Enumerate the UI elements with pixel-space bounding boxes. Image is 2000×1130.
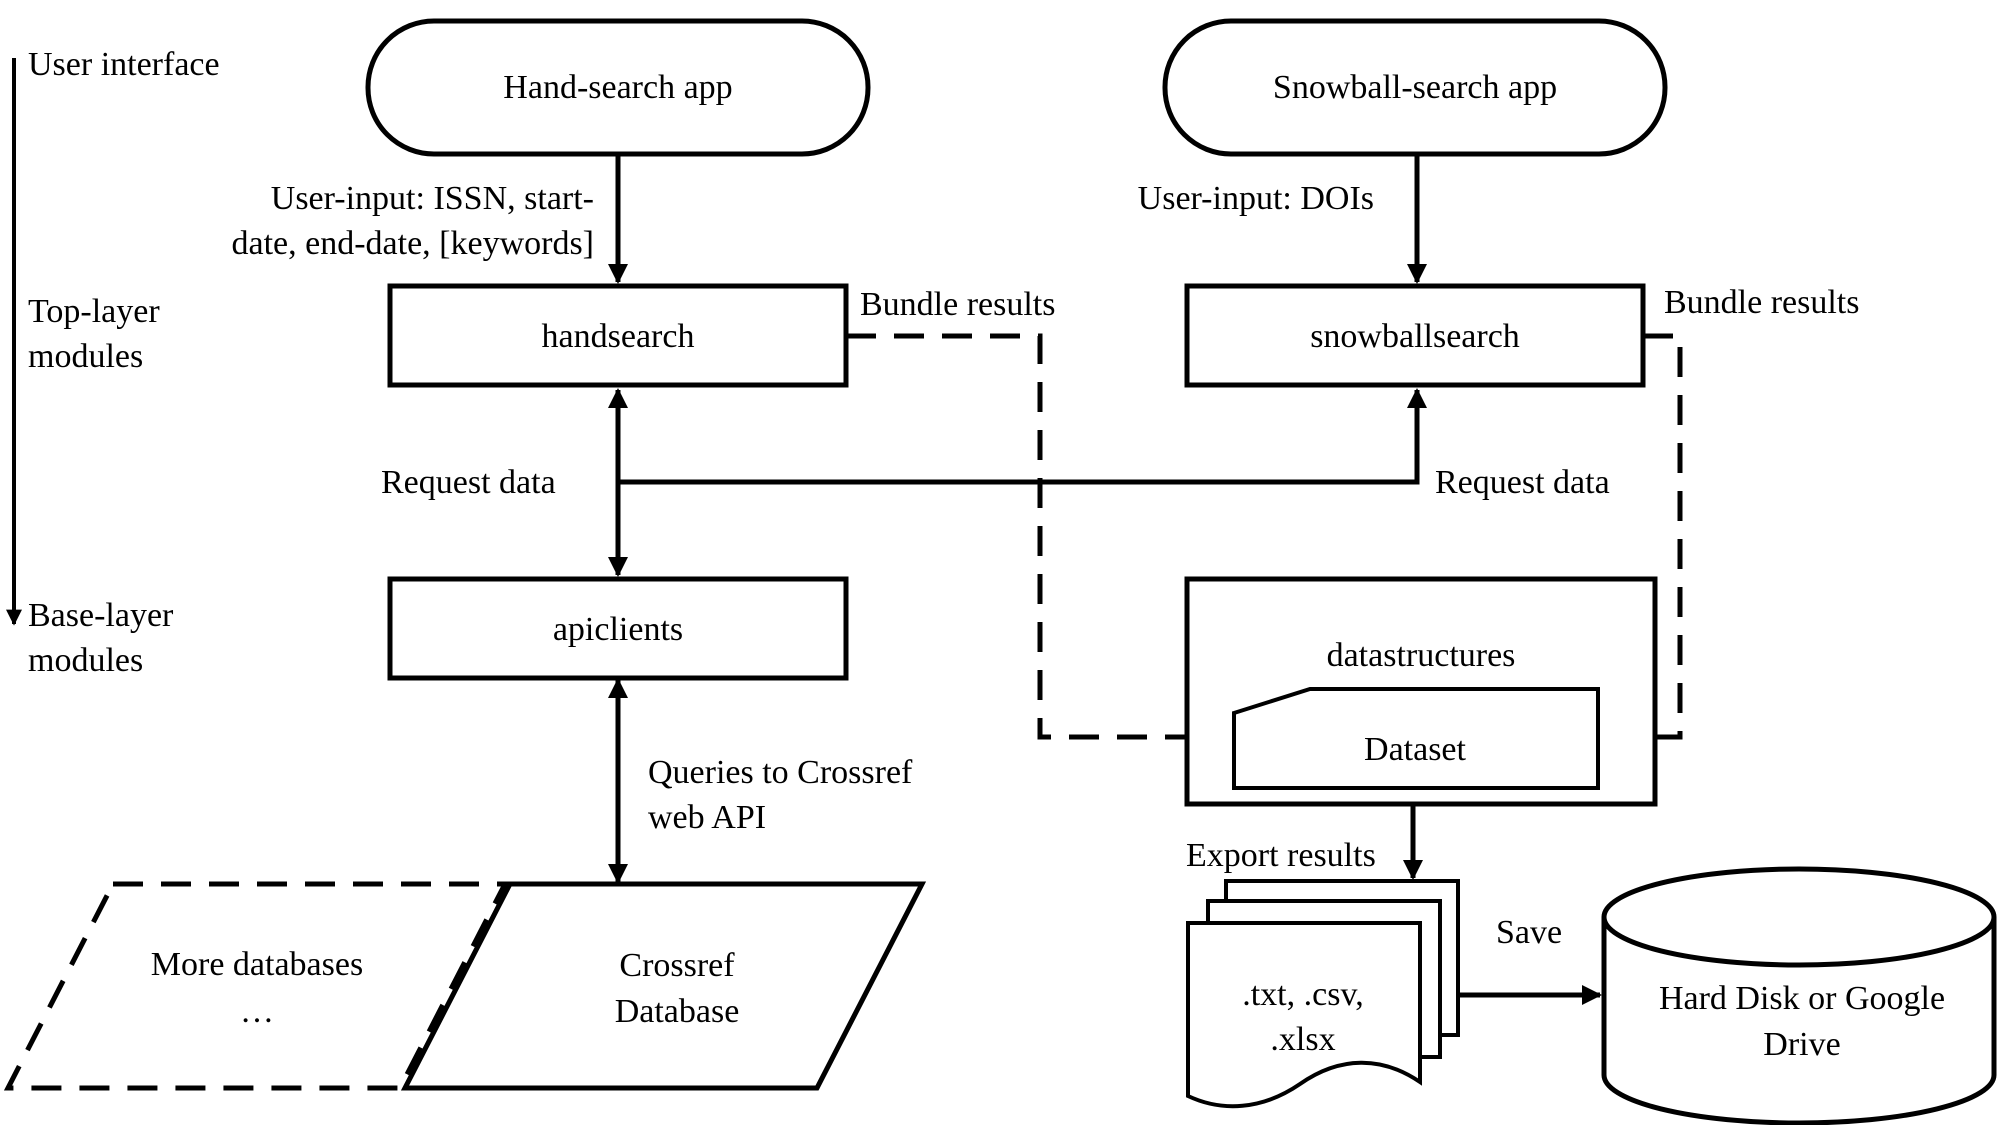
export-results-label: Export results (1186, 837, 1376, 874)
more-databases-line1: More databases (151, 946, 363, 983)
handsearch-label: handsearch (542, 318, 695, 355)
layer-label-base-line2: modules (28, 642, 143, 679)
edge-request-data-right (618, 388, 1427, 485)
node-export-files: .txt, .csv, .xlsx (1186, 879, 1460, 1109)
storage-line2: Drive (1763, 1026, 1840, 1063)
queries-label-line1: Queries to Crossref (648, 754, 913, 791)
node-dataset: Dataset (1232, 687, 1600, 790)
crossref-database-line1: Crossref (619, 947, 735, 984)
layer-label-top-line2: modules (28, 338, 143, 375)
node-more-databases: More databases … (3, 881, 510, 1091)
snowball-input-label: User-input: DOIs (1138, 180, 1374, 217)
dataset-label: Dataset (1364, 731, 1467, 768)
node-handsearch: handsearch (387, 283, 849, 388)
node-snowball-search-app: Snowball-search app (1162, 18, 1668, 157)
layer-label-user-interface: User interface (28, 46, 220, 83)
datastructures-label: datastructures (1327, 637, 1516, 674)
snowballsearch-label: snowballsearch (1310, 318, 1520, 355)
layer-axis: User interface Top-layer modules Base-la… (6, 46, 220, 679)
node-storage: Hard Disk or Google Drive (1601, 866, 1997, 1126)
snowball-search-app-label: Snowball-search app (1273, 69, 1557, 106)
layer-label-base-line1: Base-layer (28, 597, 174, 634)
node-crossref-database: Crossref Database (400, 881, 927, 1091)
request-data-right-label: Request data (1435, 464, 1610, 501)
edge-labels: User-input: ISSN, start- date, end-date,… (231, 180, 1859, 951)
storage-line1: Hard Disk or Google (1659, 980, 1945, 1017)
layer-label-top-line1: Top-layer (28, 293, 160, 330)
more-databases-line2: … (240, 993, 274, 1030)
node-snowballsearch: snowballsearch (1184, 283, 1646, 388)
file-sheet-front (1186, 921, 1422, 1109)
node-hand-search-app: Hand-search app (365, 18, 871, 157)
crossref-database-line2: Database (615, 993, 740, 1030)
edges (608, 154, 1683, 1005)
hand-input-label-line1: User-input: ISSN, start- (271, 180, 594, 217)
bundle-results-right-label: Bundle results (1664, 284, 1859, 321)
hand-input-label-line2: date, end-date, [keywords] (231, 225, 594, 262)
queries-label-line2: web API (648, 799, 766, 836)
save-label: Save (1496, 914, 1562, 951)
edge-bundle-results-left (846, 333, 1232, 747)
edge-bundle-results-right (1598, 333, 1683, 747)
export-files-line2: .xlsx (1270, 1021, 1335, 1058)
node-apiclients: apiclients (387, 576, 849, 681)
bundle-results-left-label: Bundle results (860, 286, 1055, 323)
apiclients-label: apiclients (553, 611, 683, 648)
request-data-left-label: Request data (381, 464, 556, 501)
export-files-line1: .txt, .csv, (1242, 976, 1364, 1013)
hand-search-app-label: Hand-search app (503, 69, 732, 106)
